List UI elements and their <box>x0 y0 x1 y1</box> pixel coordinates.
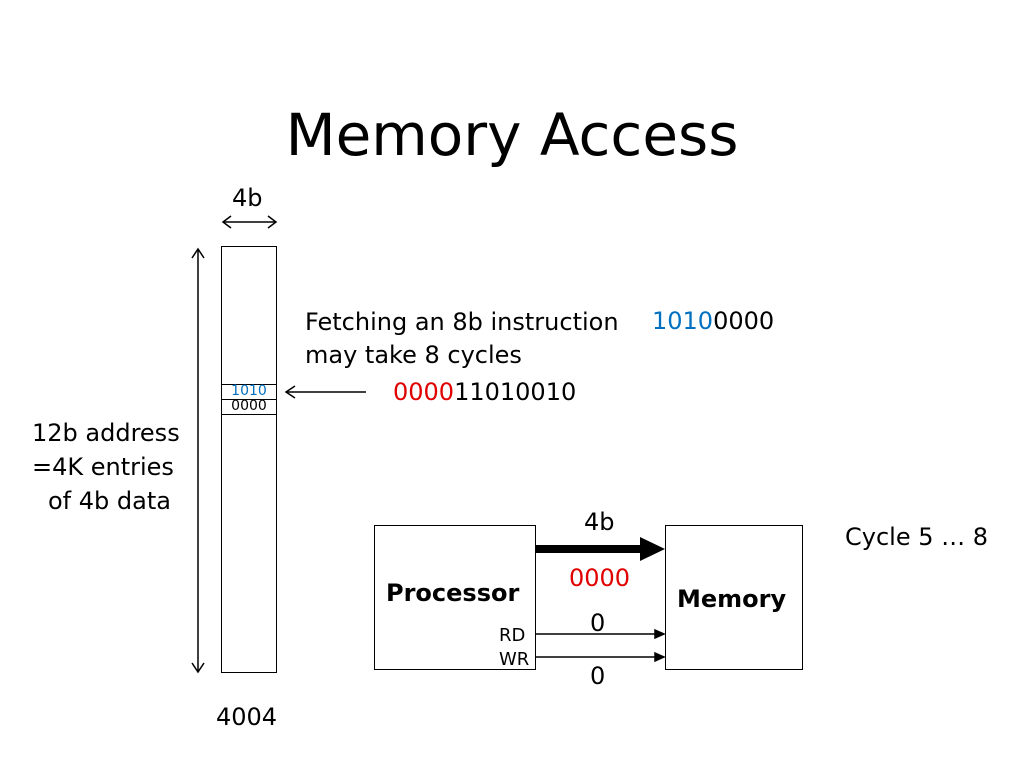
memory-box <box>665 525 803 670</box>
fetched-instruction: 10100000 <box>652 306 774 336</box>
rd-value: 0 <box>590 609 606 637</box>
address-low-bits: 11010010 <box>454 378 577 406</box>
memory-cell-upper-value: 1010 <box>231 383 267 399</box>
memory-width-label: 4b <box>232 184 263 212</box>
data-bus-arrow <box>536 537 665 561</box>
data-bus-width-label: 4b <box>584 508 615 536</box>
instruction-fetched-bits: 1010 <box>652 307 714 335</box>
cell-pointer-arrow <box>284 385 366 399</box>
cycle-label: Cycle 5 … 8 <box>845 523 989 551</box>
processor-label: Processor <box>386 579 520 607</box>
memory-label: Memory <box>677 585 787 613</box>
memory-bottom-label: 4004 <box>216 703 278 731</box>
memory-column <box>221 246 277 673</box>
memory-cell-lower: 0000 <box>221 399 277 415</box>
fetch-note-line1: Fetching an 8b instruction <box>305 308 619 336</box>
address-high-bits: 0000 <box>393 378 455 406</box>
wr-signal-arrow <box>536 651 666 663</box>
fetch-address: 000011010010 <box>393 377 576 407</box>
rd-label: RD <box>499 625 526 646</box>
address-range-arrow <box>191 247 205 674</box>
data-bus-value: 0000 <box>569 564 631 592</box>
rd-signal-arrow <box>536 628 666 640</box>
memory-cell-lower-value: 0000 <box>231 398 267 414</box>
slide-title: Memory Access <box>285 101 739 169</box>
instruction-pending-bits: 0000 <box>713 307 775 335</box>
address-label-line3: of 4b data <box>48 487 171 515</box>
wr-value: 0 <box>590 662 606 690</box>
fetch-note-line2: may take 8 cycles <box>305 341 522 369</box>
address-label-line1: 12b address <box>32 419 180 447</box>
address-label-line2: =4K entries <box>32 453 174 481</box>
wr-label: WR <box>499 649 530 670</box>
processor-box <box>374 525 536 670</box>
width-double-arrow <box>221 215 278 229</box>
